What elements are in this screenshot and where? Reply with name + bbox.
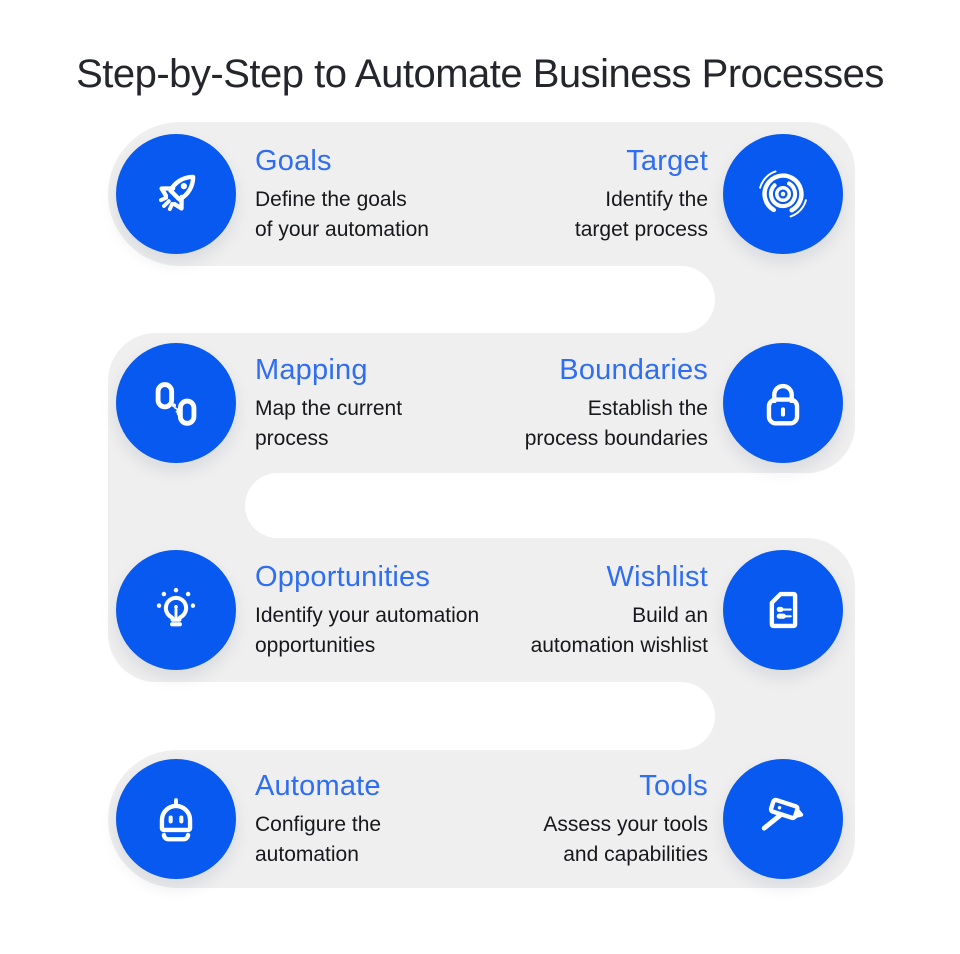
rocket-icon [158,174,196,212]
step-title: Opportunities [255,561,431,593]
step-icon-badge-mapping [116,343,236,463]
step-icon-badge-goals [116,134,236,254]
step-cell-goals: Goals Define the goals of your automatio… [255,122,675,266]
link-nodes-icon [155,382,197,426]
checklist-document-icon [769,591,798,629]
step-description-line1: Define the goals [255,188,407,211]
step-icon-badge-automate [116,759,236,879]
step-cell-automate: Automate Configure the automation [255,750,675,888]
step-description-line1: Assess your tools [543,813,708,836]
step-description-line2: target process [574,218,708,241]
page-title: Step-by-Step to Automate Business Proces… [76,52,884,96]
step-cell-wishlist: Wishlist Build an automation wishlist [288,538,708,682]
step-title: Wishlist [606,561,708,593]
step-title: Tools [639,770,708,802]
step-icon-badge-wishlist [723,550,843,670]
track-notch-2 [245,473,930,538]
hammer-icon [761,797,804,831]
target-icon [758,169,808,219]
step-cell-opportunities: Opportunities Identify your automation o… [255,538,675,682]
step-description-line1: Map the current [255,397,403,420]
step-description-line2: automation [255,843,359,866]
step-cell-target: Target Identify the target process [288,122,708,266]
step-cell-mapping: Mapping Map the current process [255,333,675,473]
step-icon-badge-boundaries [723,343,843,463]
step-description-line1: Configure the [255,813,382,836]
step-icon-badge-tools [723,759,843,879]
step-icon-badge-target [723,134,843,254]
step-description-line1: Build an [632,604,708,627]
step-description-line2: process [255,427,329,450]
track-notch-3 [90,682,715,750]
step-title: Target [626,145,708,177]
step-description-line1: Identify the [605,188,708,211]
step-title: Goals [255,145,332,177]
track-notch-1 [90,266,715,333]
step-title: Boundaries [559,354,708,386]
step-description-line1: Establish the [587,397,708,420]
step-cell-boundaries: Boundaries Establish the process boundar… [288,333,708,473]
step-icon-badge-opportunities [116,550,236,670]
lightbulb-icon [156,587,196,627]
step-description-line1: Identify your automation [255,604,480,627]
robot-icon [159,798,193,842]
step-description-line2: opportunities [255,634,376,657]
step-description-line2: of your automation [255,218,429,241]
step-description-line2: and capabilities [563,843,708,866]
step-description-line2: process boundaries [524,427,708,450]
step-cell-tools: Tools Assess your tools and capabilities [288,750,708,888]
step-description-line2: automation wishlist [530,634,708,657]
step-title: Mapping [255,354,368,386]
padlock-icon [766,383,800,426]
step-title: Automate [255,770,381,802]
